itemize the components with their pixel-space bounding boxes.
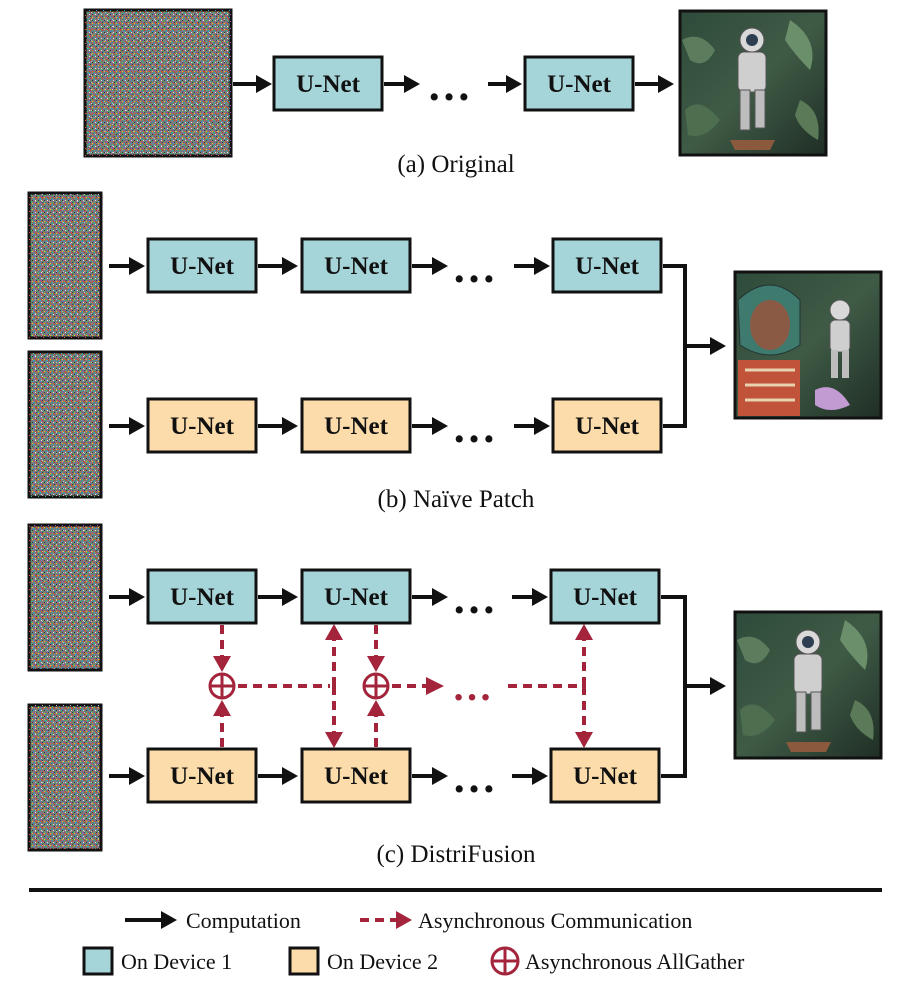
caption-original: (a) Original: [397, 151, 514, 178]
unet-label: U-Net: [296, 71, 361, 98]
unet-block-device2: U-Net: [146, 747, 258, 804]
ellipsis: …: [427, 61, 471, 110]
noise-image-icon: [27, 350, 103, 499]
unet-label: U-Net: [170, 584, 235, 611]
noise-image-icon: [27, 523, 103, 672]
ellipsis: …: [452, 753, 496, 802]
unet-label: U-Net: [547, 71, 612, 98]
unet-label: U-Net: [324, 253, 389, 280]
astronaut-image-icon: [678, 9, 828, 157]
computation-arrow: [233, 75, 272, 93]
computation-arrow: [258, 588, 298, 606]
unet-block-device1: U-Net: [146, 237, 258, 294]
unet-block-device2: U-Net: [300, 397, 412, 454]
merge-connector: [661, 595, 726, 778]
unet-block-device2: U-Net: [551, 397, 663, 454]
astronaut-image-icon: [733, 610, 883, 760]
unet-label: U-Net: [324, 413, 389, 440]
legend-allgather-label: Asynchronous AllGather: [525, 949, 745, 974]
legend-async-arrow: [360, 911, 412, 929]
unet-block-device1: U-Net: [300, 568, 412, 625]
computation-arrow: [258, 417, 298, 435]
computation-arrow: [412, 767, 448, 785]
ellipsis: …: [452, 403, 496, 452]
caption-distrifusion: (c) DistriFusion: [376, 841, 536, 868]
unet-block-device2: U-Net: [300, 747, 412, 804]
unet-label: U-Net: [573, 584, 638, 611]
legend-device2-swatch: [288, 946, 320, 976]
computation-arrow: [488, 75, 522, 93]
ellipsis: …: [452, 243, 496, 292]
computation-arrow: [258, 257, 298, 275]
circle-plus-icon: [362, 672, 390, 700]
unet-block-device2: U-Net: [146, 397, 258, 454]
noise-image-icon: [83, 8, 233, 158]
unet-block-device1: U-Net: [523, 55, 635, 112]
noise-image-icon: [27, 191, 103, 340]
computation-arrow: [109, 588, 145, 606]
computation-arrow: [109, 767, 145, 785]
legend-circle-plus-icon: [490, 946, 520, 976]
legend-device1-swatch: [82, 946, 114, 976]
circle-plus-icon: [208, 672, 236, 700]
merge-connector: [663, 264, 726, 428]
legend-computation-label: Computation: [186, 908, 301, 933]
computation-arrow: [412, 588, 448, 606]
unet-label: U-Net: [573, 763, 638, 790]
unet-block-device1: U-Net: [549, 568, 661, 625]
caption-naive-patch: (b) Naïve Patch: [378, 486, 535, 513]
legend-computation-arrow: [125, 911, 177, 929]
unet-label: U-Net: [575, 253, 640, 280]
legend-async-comm-label: Asynchronous Communication: [418, 908, 692, 933]
unet-block-device1: U-Net: [300, 237, 412, 294]
ellipsis-red: …: [452, 664, 492, 709]
unet-block-device1: U-Net: [551, 237, 663, 294]
computation-arrow: [635, 75, 674, 93]
computation-arrow: [384, 75, 420, 93]
astronaut-closeup-image-icon: [733, 270, 883, 420]
section-original: U-Net … U-Net: [83, 8, 828, 178]
legend-device1-label: On Device 1: [121, 949, 232, 974]
section-naive-patch: U-Net U-Net … U-Net U-Net: [27, 191, 883, 513]
noise-image-icon: [27, 703, 103, 852]
computation-arrow: [258, 767, 298, 785]
unet-label: U-Net: [170, 253, 235, 280]
computation-arrow: [412, 257, 448, 275]
section-distrifusion: U-Net U-Net … U-Net U-Net: [27, 523, 883, 868]
unet-block-device1: U-Net: [146, 568, 258, 625]
unet-block-device2: U-Net: [549, 747, 661, 804]
computation-arrow: [514, 417, 550, 435]
unet-label: U-Net: [170, 763, 235, 790]
unet-label: U-Net: [324, 763, 389, 790]
legend-device2-label: On Device 2: [327, 949, 438, 974]
computation-arrow: [514, 257, 550, 275]
computation-arrow: [512, 588, 548, 606]
async-comm-arrowheads: [213, 624, 593, 748]
unet-label: U-Net: [170, 413, 235, 440]
computation-arrow: [109, 257, 145, 275]
unet-label: U-Net: [324, 584, 389, 611]
async-communication-network: [220, 625, 586, 747]
computation-arrow: [109, 417, 145, 435]
unet-label: U-Net: [575, 413, 640, 440]
legend: Computation Asynchronous Communication O…: [82, 908, 745, 976]
computation-arrow: [512, 767, 548, 785]
ellipsis: …: [452, 574, 496, 623]
computation-arrow: [412, 417, 448, 435]
unet-block-device1: U-Net: [272, 55, 384, 112]
